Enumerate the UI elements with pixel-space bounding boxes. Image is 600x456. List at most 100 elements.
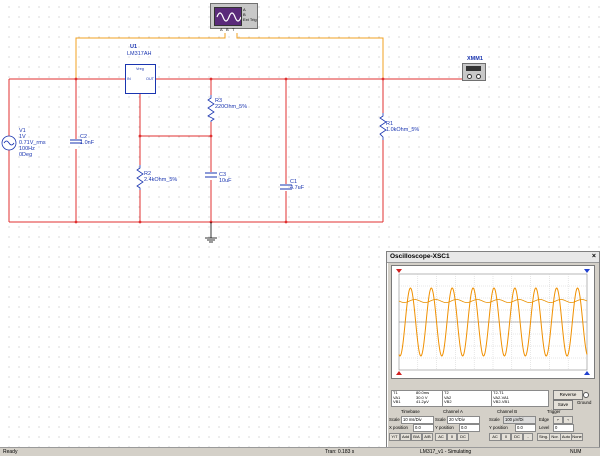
c2-label: C2 1.0nF: [80, 134, 94, 146]
status-bar: Ready Tran: 0.183 s LM317_v1 - Simulatin…: [0, 447, 600, 456]
scope-screen-icon: [214, 7, 242, 26]
cursor-1-marker: [396, 269, 402, 273]
xsc1-oscilloscope-symbol[interactable]: A B Ext Trig: [210, 3, 258, 29]
r2-value: 2.4kOhm_5%: [144, 177, 178, 183]
c2-ref: C2: [80, 134, 88, 140]
cursor-1-bottom-marker: [396, 371, 402, 375]
trigger-label: Trigger: [547, 409, 561, 414]
scope-pin-letters: A B T: [220, 27, 235, 32]
multimeter-display-icon: [466, 66, 481, 71]
c3-value: 10uF: [219, 178, 232, 184]
c3-ref: C3: [219, 172, 227, 178]
channel-b-label: Channel B: [497, 409, 518, 414]
c1-value: 4.7uF: [290, 185, 305, 191]
r3-ref: R3: [215, 98, 223, 104]
reverse-button[interactable]: Reverse: [553, 390, 583, 400]
timebase-label: Timebase: [401, 409, 420, 414]
v1-label: V1 1V 0.71V_rms 100Hz 0Deg: [19, 128, 46, 158]
pin-label-a: A: [243, 7, 246, 12]
r1-label: R1 1.0kOhm_5%: [386, 121, 419, 133]
channel-b-ac-button[interactable]: AC: [489, 433, 501, 441]
u1-ref: U1: [130, 44, 138, 50]
channel-b-scale-field[interactable]: 100 µV/Di: [503, 416, 536, 424]
x-position-label: X position: [389, 425, 408, 430]
xmm1-ref: XMM1: [467, 56, 483, 62]
r2-ref: R2: [144, 171, 152, 177]
v1-rms: 0.71V_rms: [19, 140, 46, 146]
v1-frequency: 100Hz: [19, 146, 35, 152]
mode-ba-button[interactable]: B/A: [411, 433, 422, 441]
rising-edge-icon: ⌐: [556, 417, 560, 422]
status-tran: Tran: 0.183 s: [325, 449, 355, 455]
u1-pin-adj: Vreg: [136, 67, 144, 71]
cursor-2-marker: [584, 269, 590, 273]
channel-a-ypos-label: Y position: [435, 425, 454, 430]
channel-b-ypos-label: Y position: [489, 425, 508, 430]
u1-regulator[interactable]: Vreg IN OUT: [125, 64, 156, 94]
v1-ac-source: [1, 135, 17, 151]
channel-a-label: Channel A: [443, 409, 463, 414]
save-button[interactable]: Save: [553, 400, 573, 410]
trigger-level-field[interactable]: 0: [553, 424, 574, 432]
status-ready: Ready: [3, 449, 18, 455]
channel-b-trace: [398, 299, 588, 303]
scope-title: Oscilloscope-XSC1: [390, 253, 450, 260]
timebase-scale-label: Scale: [389, 417, 400, 422]
falling-edge-icon: ¬: [566, 417, 570, 422]
channel-a-zero-button[interactable]: 0: [447, 433, 457, 441]
r1-value: 1.0kOhm_5%: [386, 127, 420, 133]
channel-a-ac-button[interactable]: AC: [435, 433, 447, 441]
trigger-level-label: Level: [539, 425, 550, 430]
ground-label: Ground: [577, 400, 592, 405]
r1-ref: R1: [386, 121, 394, 127]
channel-b-scale-label: Scale: [489, 417, 500, 422]
mode-yt-button[interactable]: Y/T: [389, 433, 400, 441]
edge-falling-button[interactable]: ¬: [563, 416, 573, 424]
channel-b-minus-button[interactable]: -: [523, 433, 533, 441]
pin-label-ext: Ext Trig: [243, 17, 257, 22]
status-project: LM317_v1 - Simulating: [420, 449, 472, 455]
cursor-2-bottom-marker: [584, 371, 590, 375]
r3-value: 220Ohm_5%: [215, 104, 248, 110]
scope-display[interactable]: [391, 265, 595, 379]
v1-ref: V1: [19, 128, 26, 134]
u1-part: LM317AH: [127, 51, 152, 57]
u1-pin-in: IN: [127, 77, 131, 81]
scope-traces: [396, 269, 590, 375]
x-position-field[interactable]: 0.0: [413, 424, 434, 432]
mode-ab-button[interactable]: A/B: [422, 433, 433, 441]
status-num: NUM: [570, 449, 582, 455]
v1-phase: 0Deg: [19, 152, 33, 158]
c1-label: C1 4.7uF: [290, 179, 304, 191]
v1-amplitude: 1V: [19, 134, 26, 140]
channel-b-ypos-field[interactable]: 0.0: [515, 424, 536, 432]
xmm1-multimeter-symbol[interactable]: [462, 63, 486, 81]
c3-label: C3 10uF: [219, 172, 232, 184]
mode-add-button[interactable]: Add: [400, 433, 411, 441]
u1-pin-out: OUT: [145, 77, 154, 81]
close-icon[interactable]: ×: [591, 253, 596, 260]
scope-title-bar[interactable]: Oscilloscope-XSC1 ×: [387, 252, 599, 263]
ground-radio[interactable]: [583, 392, 589, 398]
channel-a-dc-button[interactable]: DC: [457, 433, 469, 441]
c1-ref: C1: [290, 179, 298, 185]
channel-a-scale-field[interactable]: 20 V/Div: [447, 416, 480, 424]
channel-a-ypos-field[interactable]: 0.0: [459, 424, 480, 432]
channel-b-zero-button[interactable]: 0: [501, 433, 511, 441]
trigger-edge-label: Edge: [539, 417, 550, 422]
channel-a-scale-label: Scale: [435, 417, 446, 422]
trigger-none-button[interactable]: None: [571, 433, 583, 441]
edge-rising-button[interactable]: ⌐: [553, 416, 563, 424]
channel-b-dc-button[interactable]: DC: [511, 433, 523, 441]
r3-label: R3 220Ohm_5%: [215, 98, 247, 110]
timebase-scale-field[interactable]: 10 ms/Div: [401, 416, 434, 424]
r2-label: R2 2.4kOhm_5%: [144, 171, 177, 183]
pin-label-b: B: [243, 12, 246, 17]
channel-a-trace: [398, 287, 588, 357]
